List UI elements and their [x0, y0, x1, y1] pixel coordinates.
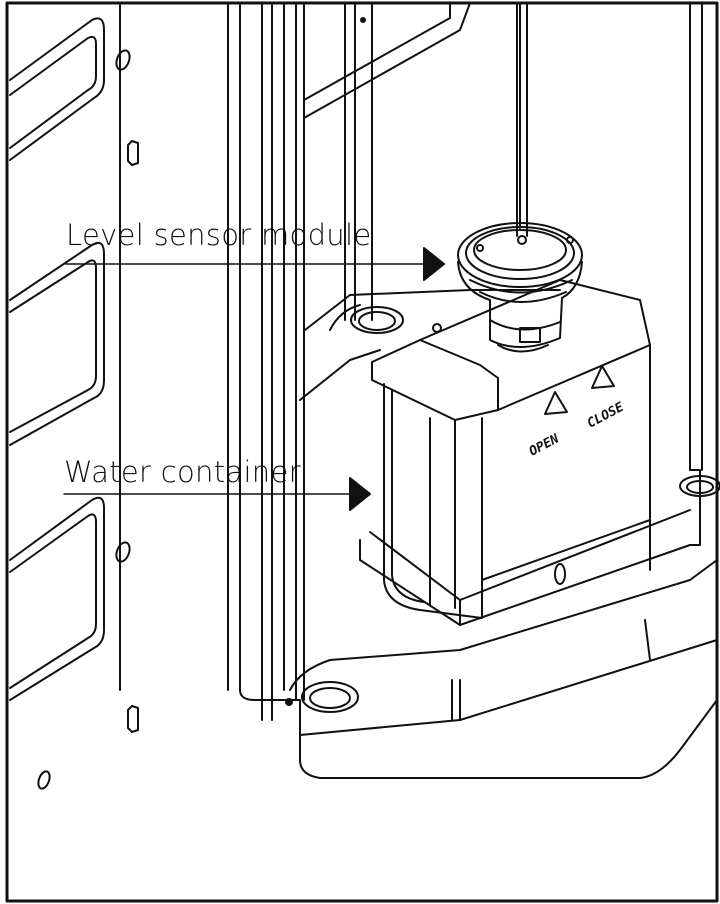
water-container-arrowhead-icon	[349, 477, 371, 511]
water-container-label: Water container	[64, 455, 301, 489]
callout-arrows	[63, 247, 445, 511]
outer-frame	[5, 1, 719, 903]
level-sensor-arrowhead-icon	[423, 247, 445, 281]
open-marking: OPEN	[527, 432, 562, 460]
level-sensor-module	[457, 2, 583, 353]
level-sensor-module-label: Level sensor module	[66, 218, 372, 252]
base-tray	[239, 289, 720, 779]
close-marking: CLOSE	[585, 400, 627, 432]
water-container: OPEN CLOSE	[359, 279, 701, 626]
cabinet-panel	[9, 2, 366, 790]
open-triangle-icon	[544, 391, 568, 415]
close-triangle-icon	[591, 365, 615, 389]
